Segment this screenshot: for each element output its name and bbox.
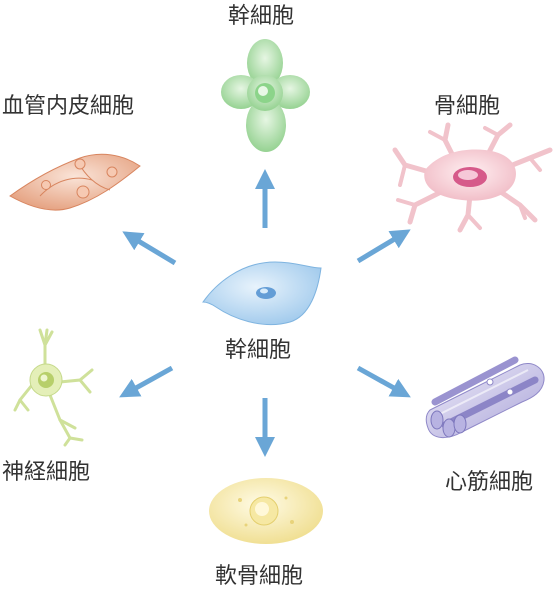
bone-cell-label: 骨細胞	[434, 94, 501, 119]
nerve-cell-body	[29, 363, 63, 397]
arrow-to-nerve-cell	[119, 365, 174, 398]
center-stem-cell-icon	[202, 261, 322, 326]
stem-cell-icon	[221, 39, 310, 152]
cartilage-cell-label: 軟骨細胞	[215, 564, 304, 589]
arrows	[119, 169, 411, 457]
bone-cell-icon	[392, 122, 553, 233]
bone-cell-body	[424, 149, 516, 201]
cartilage-cell-icon	[209, 478, 323, 544]
cardiac-cell-label: 心筋細胞	[445, 470, 534, 495]
nerve-cell-icon	[13, 328, 94, 447]
arrow-to-bone-cell	[356, 229, 411, 264]
nerve-cell-label: 神経細胞	[2, 460, 91, 485]
stem-cell-top-label: 幹細胞	[228, 4, 295, 29]
arrow-to-cardiac-cell	[356, 365, 411, 398]
endothelial-cell-icon	[9, 153, 141, 211]
endothelial-cell-label: 血管内皮細胞	[2, 94, 135, 119]
cardiac-cell-icon	[425, 356, 545, 438]
center-stem-cell-label: 幹細胞	[225, 338, 292, 363]
arrow-to-endothelial-cell	[122, 231, 177, 266]
